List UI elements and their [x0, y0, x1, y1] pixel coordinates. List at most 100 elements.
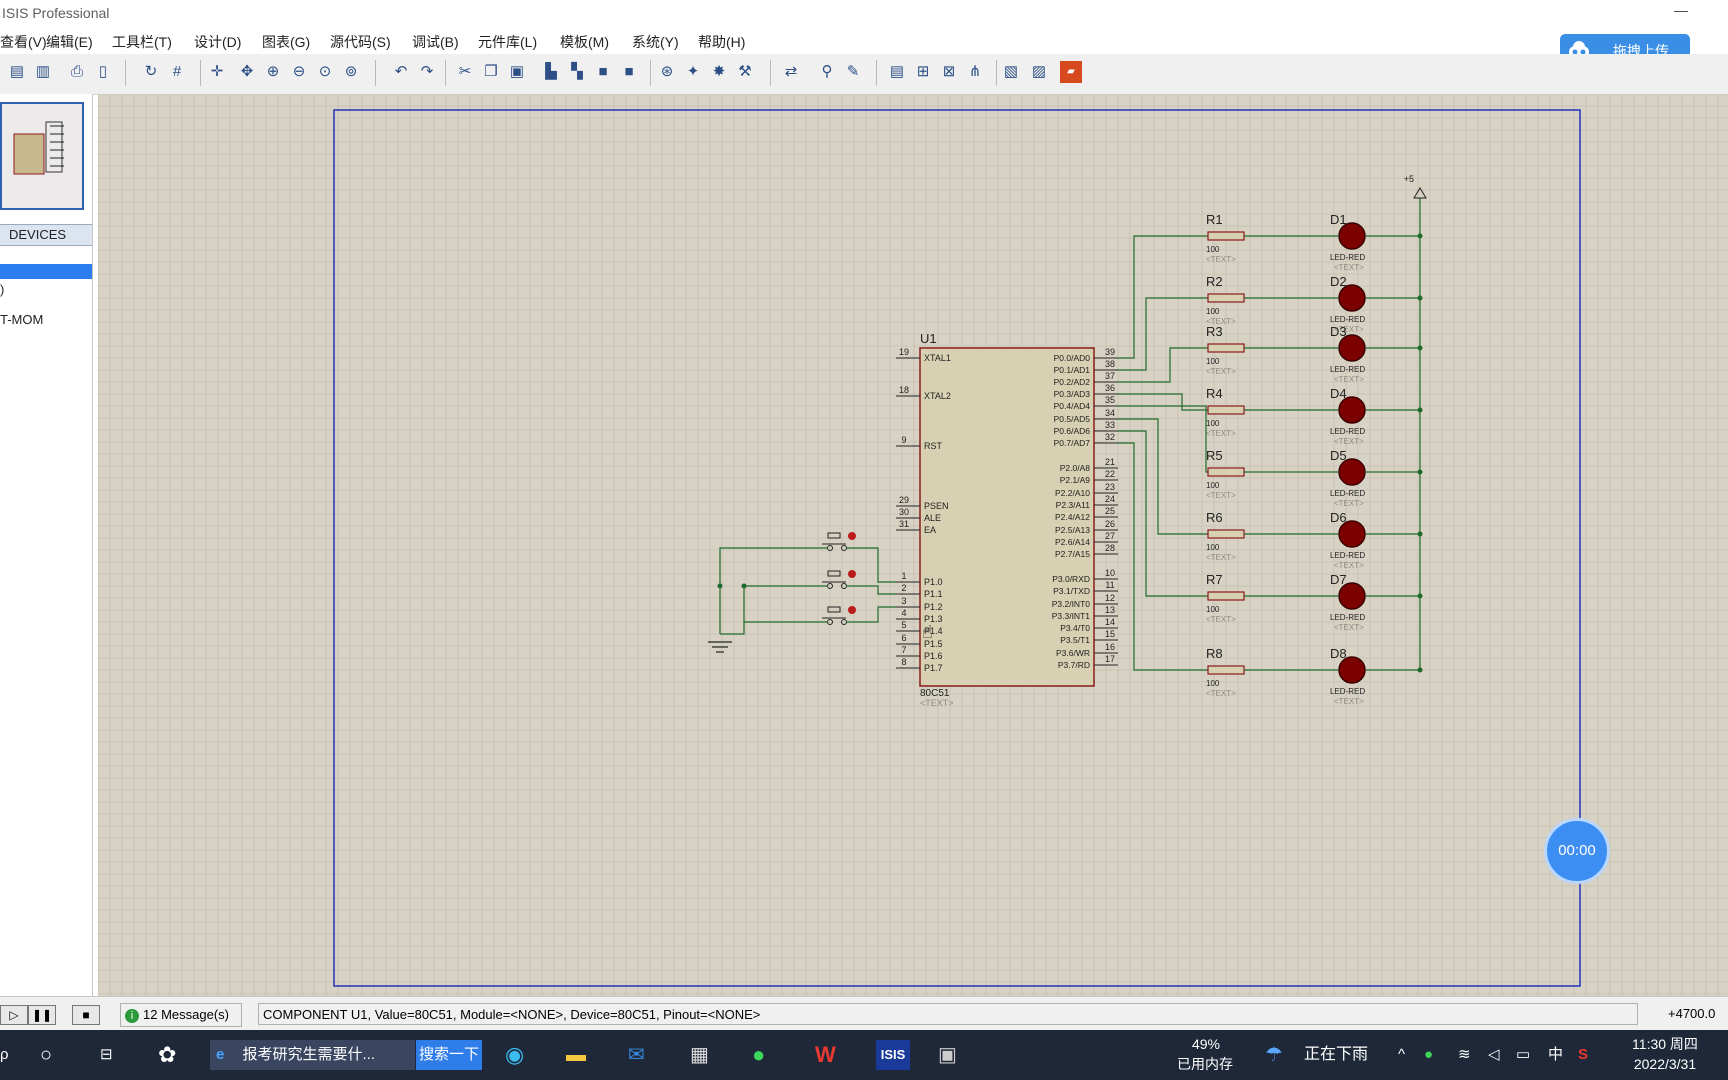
resistor-body[interactable] — [1207, 405, 1245, 415]
pack-icon[interactable]: ⚒ — [738, 63, 752, 80]
wire[interactable] — [1118, 393, 1208, 411]
button-cap[interactable] — [827, 570, 841, 577]
netlist-icon[interactable]: ▤ — [889, 63, 905, 80]
wire[interactable] — [1118, 405, 1208, 473]
edge-icon[interactable]: ◉ — [505, 1042, 525, 1067]
resistor-body[interactable] — [1207, 529, 1245, 539]
menu-item[interactable]: 元件库(L) — [478, 34, 538, 50]
ares-taskbar-icon[interactable]: ▣ — [938, 1044, 957, 1066]
wire[interactable] — [720, 621, 828, 635]
erc-icon[interactable]: ▨ — [1031, 63, 1047, 80]
wps-icon[interactable]: W — [815, 1042, 836, 1067]
save-icon[interactable]: ▤ — [9, 63, 25, 80]
print-icon[interactable]: ⎙ — [70, 63, 83, 80]
wire[interactable] — [1118, 442, 1208, 671]
zoom-all-icon[interactable]: ⊙ — [318, 63, 332, 80]
save-all-icon[interactable]: ▥ — [35, 63, 51, 80]
resistor-body[interactable] — [1207, 231, 1245, 241]
property-tool-icon[interactable]: ✎ — [846, 63, 860, 80]
led-body[interactable] — [1338, 582, 1366, 610]
search-icon[interactable]: ⚲ — [821, 63, 833, 80]
tray-expand-icon[interactable]: ^ — [1398, 1046, 1406, 1063]
block-move-icon[interactable]: ▚ — [571, 63, 583, 80]
step-button[interactable]: ▷ — [0, 1005, 28, 1025]
button-indicator[interactable] — [848, 606, 856, 614]
clock-date[interactable]: 2022/3/31 — [1633, 1056, 1697, 1072]
volume-icon[interactable]: ◁ — [1488, 1046, 1500, 1063]
led-body[interactable] — [1338, 222, 1366, 250]
menu-item[interactable]: 图表(G) — [262, 34, 311, 50]
search-partial[interactable]: ρ — [0, 1046, 9, 1063]
menu-item[interactable]: 模板(M) — [560, 34, 609, 50]
ime-indicator[interactable]: 中 — [1548, 1046, 1564, 1063]
led-body[interactable] — [1338, 458, 1366, 486]
app-pinwheel-icon[interactable]: ✿ — [158, 1042, 177, 1067]
zoom-area-icon[interactable]: ⊚ — [344, 63, 358, 80]
button-indicator[interactable] — [848, 570, 856, 578]
device-list-item[interactable]: ) — [0, 282, 5, 297]
menu-item[interactable]: 系统(Y) — [632, 34, 679, 50]
menu-item[interactable]: 编辑(E) — [46, 34, 93, 50]
menu-item[interactable]: 源代码(S) — [330, 34, 391, 50]
wire[interactable] — [846, 547, 896, 583]
bom-icon[interactable]: ▧ — [1003, 63, 1019, 80]
wire[interactable] — [846, 585, 896, 595]
browser-taskbar-item[interactable]: e 报考研究生需要什... — [210, 1040, 415, 1070]
pan-icon[interactable]: ✥ — [240, 63, 254, 80]
block-copy-icon[interactable]: ▙ — [545, 63, 557, 80]
remove-sheet-icon[interactable]: ⊠ — [942, 63, 956, 80]
browser-360-icon[interactable]: ● — [752, 1042, 766, 1067]
menu-item[interactable]: 设计(D) — [194, 34, 242, 50]
block-delete-icon[interactable]: ■ — [624, 63, 634, 80]
store-icon[interactable]: ▦ — [690, 1044, 709, 1066]
menu-item[interactable]: 调试(B) — [412, 34, 459, 50]
mcu-body[interactable] — [919, 347, 1095, 687]
wire[interactable] — [1118, 418, 1208, 535]
minimize-button[interactable]: — — [1674, 2, 1688, 18]
redo-icon[interactable]: ↷ — [420, 63, 434, 80]
wire[interactable] — [846, 606, 896, 623]
tray-app-icon[interactable]: ● — [1424, 1046, 1434, 1063]
led-body[interactable] — [1338, 396, 1366, 424]
sogou-icon[interactable]: S — [1578, 1046, 1589, 1063]
canvas-background[interactable] — [98, 94, 1728, 996]
zoom-in-icon[interactable]: ⊕ — [266, 63, 280, 80]
devices-header[interactable]: DEVICES — [0, 224, 92, 246]
block-rotate-icon[interactable]: ■ — [598, 63, 608, 80]
led-body[interactable] — [1338, 284, 1366, 312]
zoom-out-icon[interactable]: ⊖ — [292, 63, 306, 80]
origin-icon[interactable]: ✛ — [210, 63, 224, 80]
child-sheet-icon[interactable]: ⋔ — [968, 63, 982, 80]
cortana-icon[interactable]: ○ — [40, 1044, 53, 1066]
new-sheet-icon[interactable]: ⊞ — [916, 63, 930, 80]
led-body[interactable] — [1338, 334, 1366, 362]
isis-taskbar-icon[interactable]: ISIS — [876, 1040, 910, 1070]
led-body[interactable] — [1338, 656, 1366, 684]
wire-autoroute-icon[interactable]: ⇄ — [784, 63, 798, 80]
schematic-svg[interactable]: U180C51<TEXT>19XTAL118XTAL29RST29PSEN30A… — [97, 93, 1728, 996]
wire[interactable] — [719, 547, 828, 634]
resistor-body[interactable] — [1207, 665, 1245, 675]
make-device-icon[interactable]: ✦ — [686, 63, 700, 80]
search-button[interactable]: 搜索一下 — [416, 1040, 482, 1070]
menu-item[interactable]: 查看(V) — [0, 34, 47, 50]
menu-item[interactable]: 工具栏(T) — [112, 34, 172, 50]
undo-icon[interactable]: ↶ — [394, 63, 408, 80]
file-explorer-icon[interactable]: ▬ — [566, 1044, 586, 1066]
copy-icon[interactable]: ❐ — [484, 63, 498, 80]
stop-button[interactable]: ■ — [72, 1005, 100, 1025]
device-list-selected[interactable] — [0, 264, 92, 279]
clock-time[interactable]: 11:30 周四 — [1632, 1036, 1698, 1052]
overview-window[interactable] — [0, 102, 84, 210]
decompose-icon[interactable]: ✸ — [712, 63, 726, 80]
led-body[interactable] — [1338, 520, 1366, 548]
menu-item[interactable]: 帮助(H) — [698, 34, 746, 50]
refresh-icon[interactable]: ↻ — [144, 63, 158, 80]
ares-icon[interactable]: ▰ — [1060, 61, 1082, 83]
battery-icon[interactable]: ▭ — [1516, 1046, 1531, 1063]
resistor-body[interactable] — [1207, 591, 1245, 601]
paste-icon[interactable]: ▣ — [509, 63, 525, 80]
power-terminal[interactable] — [1413, 187, 1427, 199]
